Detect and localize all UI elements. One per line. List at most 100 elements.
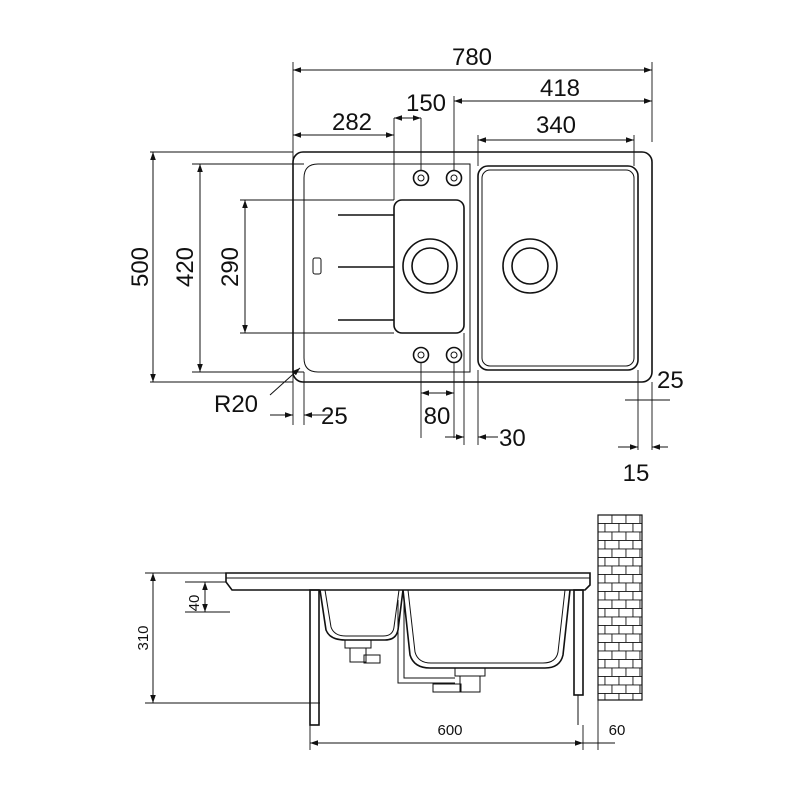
brick — [618, 523, 634, 533]
brick — [632, 591, 643, 601]
dim-bowl-gap: 80 — [424, 403, 451, 430]
large-bowl-profile — [402, 589, 571, 669]
brick — [632, 676, 643, 686]
brick — [611, 582, 627, 592]
brick — [625, 633, 641, 643]
brick — [618, 693, 634, 701]
brick — [632, 608, 643, 618]
side-view: 310 40 600 60 — [135, 514, 643, 750]
dim-side-rim: 40 — [186, 595, 203, 612]
brick — [604, 659, 620, 669]
brick — [632, 693, 643, 701]
sink-rim — [225, 572, 591, 591]
brick — [597, 684, 613, 694]
brick — [618, 557, 634, 567]
brick — [604, 557, 620, 567]
brick — [625, 667, 641, 677]
small-bowl-profile — [319, 589, 404, 641]
small-bowl — [393, 199, 465, 334]
dim-right-bowl-width: 340 — [536, 112, 576, 139]
dim-cabinet-width: 600 — [437, 722, 462, 739]
brick — [625, 565, 641, 575]
brick — [618, 608, 634, 618]
brick — [597, 523, 606, 533]
brick — [604, 676, 620, 686]
brick — [618, 625, 634, 635]
brick — [604, 625, 620, 635]
brick — [611, 548, 627, 558]
dim-drainer-width: 282 — [332, 109, 372, 136]
brick — [597, 548, 613, 558]
brick — [611, 633, 627, 643]
brick — [597, 616, 613, 626]
wall-outline — [597, 514, 643, 701]
brick — [632, 642, 643, 652]
brick — [625, 548, 641, 558]
brick — [632, 625, 643, 635]
dim-tap-spacing: 150 — [406, 90, 446, 117]
brick — [632, 574, 643, 584]
cabinet-left-side — [309, 589, 320, 726]
brick — [597, 676, 606, 686]
brick — [604, 574, 620, 584]
brick — [625, 684, 641, 694]
brick — [604, 523, 620, 533]
drainer-outline — [303, 163, 471, 373]
brick — [597, 659, 606, 669]
dim-overall-depth: 500 — [127, 247, 154, 287]
brick — [597, 531, 613, 541]
brick — [597, 557, 606, 567]
brick — [632, 523, 643, 533]
brick — [625, 650, 641, 660]
brick — [632, 540, 643, 550]
brick — [597, 591, 606, 601]
brick — [618, 659, 634, 669]
small-bowl-waste — [402, 238, 458, 294]
brick — [632, 659, 643, 669]
brick — [597, 574, 606, 584]
brick — [611, 616, 627, 626]
brick — [597, 693, 606, 701]
brick — [611, 599, 627, 609]
brick — [611, 514, 627, 524]
brick — [618, 574, 634, 584]
brick-wall — [597, 514, 643, 701]
brick — [597, 599, 613, 609]
brick — [611, 684, 627, 694]
large-bowl-waste — [502, 238, 558, 294]
cabinet-right-side — [573, 589, 584, 696]
brick — [597, 514, 613, 524]
brick — [597, 565, 613, 575]
brick — [611, 667, 627, 677]
brick — [597, 608, 606, 618]
brick — [611, 650, 627, 660]
dim-bowl-depth: 420 — [172, 247, 199, 287]
dim-small-bowl-depth: 290 — [217, 247, 244, 287]
brick — [604, 591, 620, 601]
brick — [597, 667, 613, 677]
dim-wall-gap: 60 — [609, 722, 626, 739]
dim-right-edge: 15 — [623, 460, 650, 487]
dim-overall-width: 780 — [452, 44, 492, 71]
brick — [597, 642, 606, 652]
brick — [618, 591, 634, 601]
brick — [597, 650, 613, 660]
dim-corner-radius: R20 — [214, 391, 258, 418]
brick — [625, 514, 641, 524]
brick — [604, 608, 620, 618]
brick — [597, 625, 606, 635]
brick — [604, 693, 620, 701]
brick — [618, 642, 634, 652]
brick — [597, 633, 613, 643]
brick — [618, 540, 634, 550]
brick — [604, 540, 620, 550]
dim-left-margin: 25 — [321, 403, 348, 430]
brick — [625, 582, 641, 592]
dim-divider: 30 — [499, 425, 526, 452]
dim-rim-right: 25 — [657, 367, 684, 394]
brick — [625, 531, 641, 541]
brick — [632, 557, 643, 567]
large-bowl — [477, 165, 639, 371]
brick — [611, 531, 627, 541]
